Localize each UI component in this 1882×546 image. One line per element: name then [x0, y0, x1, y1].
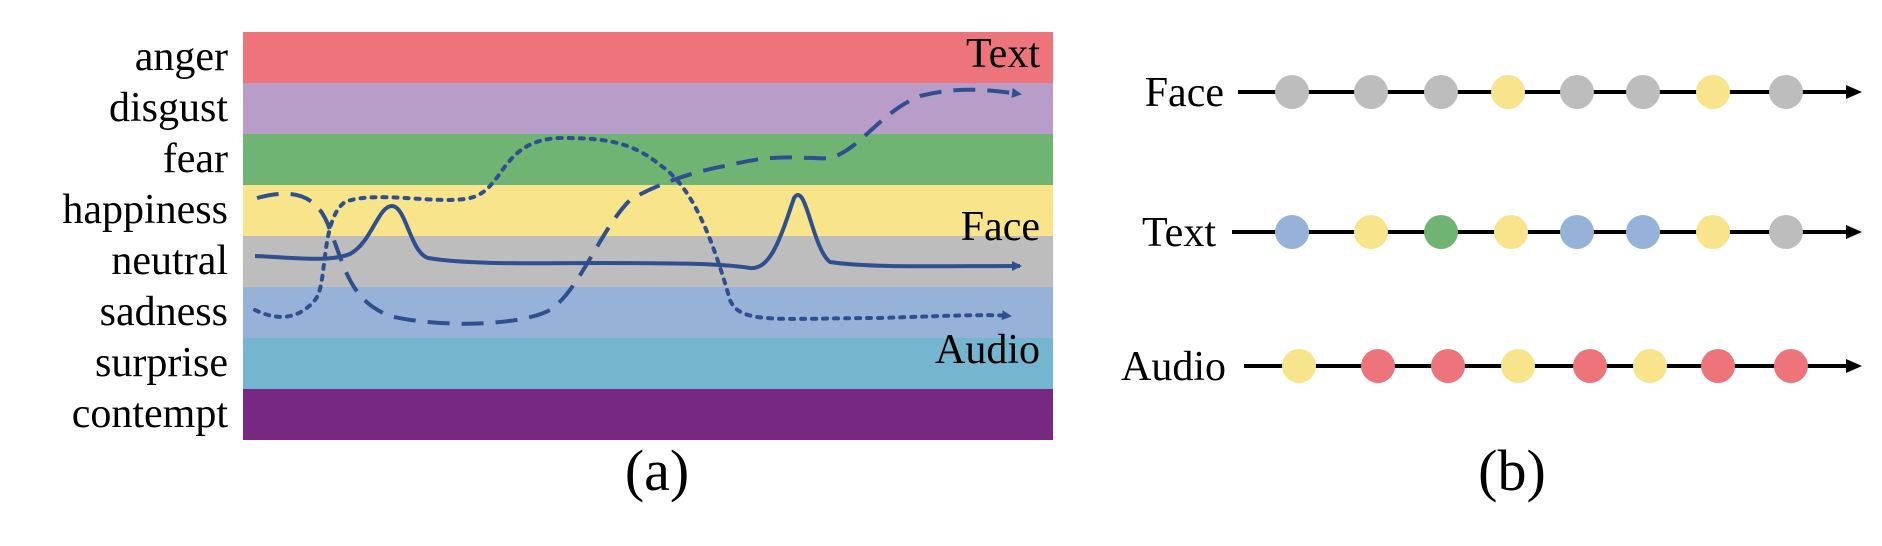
emotion-label-disgust: disgust	[109, 85, 228, 131]
band-anger	[243, 32, 1053, 83]
emotion-label-anger: anger	[135, 34, 228, 80]
audio-curve	[253, 135, 1012, 321]
timeline-dot-audio-anger	[1573, 349, 1607, 383]
timeline-label-audio: Audio	[1121, 344, 1226, 390]
timeline-dot-text-happiness	[1494, 215, 1528, 249]
emotion-label-contempt: contempt	[72, 391, 229, 437]
timeline-dot-text-neutral	[1769, 215, 1803, 249]
timeline-dot-face-neutral	[1275, 75, 1309, 109]
face-curve	[254, 193, 1022, 272]
timeline-dot-audio-anger	[1361, 349, 1395, 383]
timeline-dot-face-happiness	[1491, 75, 1525, 109]
timeline-label-face: Face	[1145, 70, 1224, 116]
timeline-label-text: Text	[1142, 210, 1216, 256]
timeline-dot-text-sadness	[1560, 215, 1594, 249]
timeline-dot-face-happiness	[1696, 75, 1730, 109]
panel-a-emotion-bands: anger disgust fear happiness neutral sadness s…	[62, 31, 1053, 503]
emotion-label-fear: fear	[163, 136, 228, 182]
timeline-dot-audio-happiness	[1633, 349, 1667, 383]
emotion-label-happiness: happiness	[62, 187, 228, 233]
timeline-dot-audio-anger	[1774, 349, 1808, 383]
panel-a-caption: (a)	[625, 438, 689, 503]
timeline-arrowhead-face	[1846, 85, 1862, 99]
band-happiness	[243, 185, 1053, 236]
band-sadness	[243, 287, 1053, 338]
timeline-arrowhead-audio	[1846, 359, 1862, 373]
panel-b-caption: (b)	[1478, 438, 1546, 503]
timeline-dot-audio-anger	[1701, 349, 1735, 383]
timeline-dot-text-sadness	[1275, 215, 1309, 249]
timeline-dot-text-sadness	[1626, 215, 1660, 249]
face-curve-label: Face	[961, 204, 1040, 250]
text-curve	[256, 87, 1022, 326]
emotion-label-sadness: sadness	[100, 289, 228, 335]
band-fear	[243, 134, 1053, 185]
timeline-dot-face-neutral	[1424, 75, 1458, 109]
timeline-dot-face-neutral	[1769, 75, 1803, 109]
band-surprise	[243, 338, 1053, 389]
audio-curve-label: Audio	[935, 327, 1040, 373]
timeline-arrowhead-text	[1846, 225, 1862, 239]
timeline-dot-audio-happiness	[1501, 349, 1535, 383]
timeline-dot-face-neutral	[1560, 75, 1594, 109]
timeline-dot-face-neutral	[1626, 75, 1660, 109]
text-curve-label: Text	[966, 31, 1040, 77]
timeline-dot-face-neutral	[1354, 75, 1388, 109]
emotion-label-neutral: neutral	[111, 238, 228, 284]
timeline-dot-text-fear	[1424, 215, 1458, 249]
timeline-dot-text-happiness	[1354, 215, 1388, 249]
timeline-dot-audio-happiness	[1282, 349, 1316, 383]
emotion-label-surprise: surprise	[95, 340, 228, 386]
timeline-dot-audio-anger	[1431, 349, 1465, 383]
timeline-dot-text-happiness	[1696, 215, 1730, 249]
band-disgust	[243, 83, 1053, 134]
band-contempt	[243, 389, 1053, 440]
